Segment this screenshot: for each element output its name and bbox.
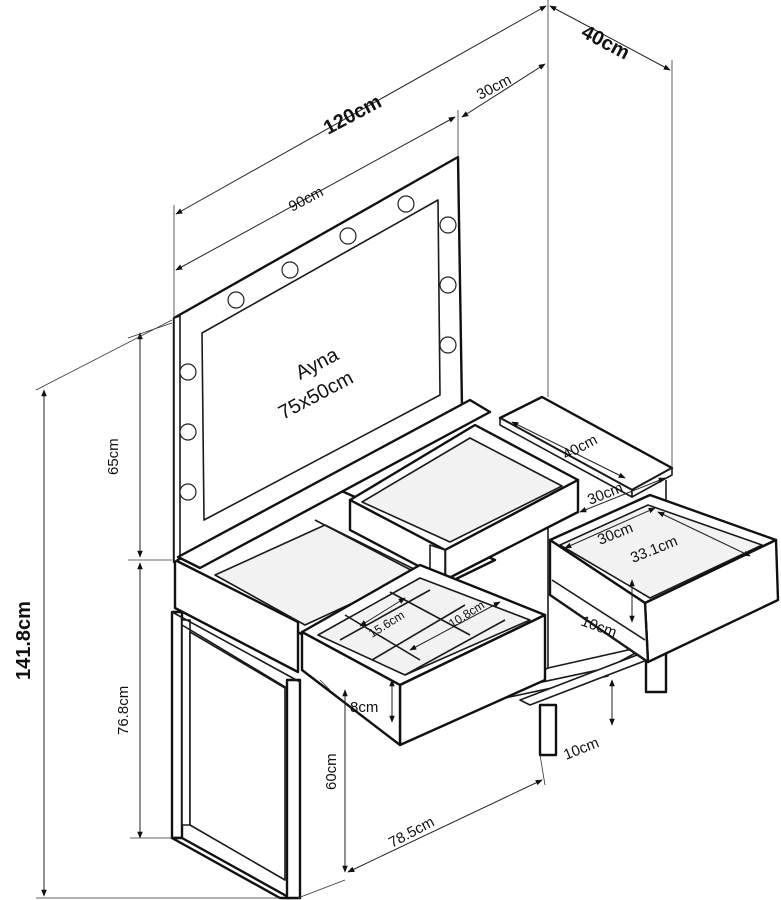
label-side-unit-depth: 30cm: [474, 71, 514, 103]
bulb-icon: [439, 216, 457, 234]
label-mirror-frame-width: 90cm: [286, 183, 326, 215]
table-frame: [170, 610, 302, 900]
label-side-leg-height: 10cm: [561, 734, 601, 764]
label-table-height: 76.8cm: [115, 686, 132, 735]
bulb-icon: [439, 336, 457, 354]
bulb-icon: [397, 195, 415, 213]
label-drawer-depth: 8cm: [350, 699, 378, 716]
side-drawer: [548, 493, 780, 664]
dimension-lines: [35, 0, 751, 899]
label-table-length: 78.5cm: [386, 813, 437, 851]
bulb-icon: [179, 363, 197, 381]
vanity-furniture: [170, 155, 780, 900]
label-leg-height: 60cm: [323, 753, 340, 790]
label-side-top-width: 30cm: [585, 479, 625, 509]
label-total-width: 120cm: [320, 91, 385, 140]
label-total-height: 141.8cm: [13, 601, 35, 680]
bulb-icon: [439, 276, 457, 294]
label-depth: 40cm: [578, 21, 633, 64]
bulb-icon: [179, 423, 197, 441]
bulb-icon: [339, 227, 357, 245]
bulb-icon: [227, 291, 245, 309]
bulb-icon: [179, 483, 197, 501]
side-cabinet-leg-front: [538, 703, 558, 757]
bulb-icon: [281, 261, 299, 279]
label-mirror-height: 65cm: [105, 438, 122, 475]
mirror-shelf: [176, 398, 492, 570]
